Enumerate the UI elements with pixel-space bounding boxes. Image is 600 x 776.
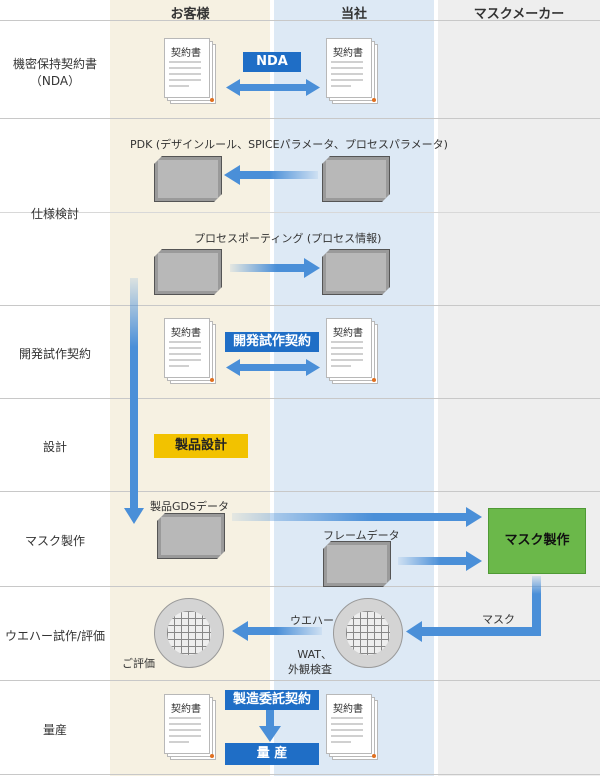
row-divider — [0, 774, 600, 775]
company-pdk-chip — [322, 156, 390, 202]
pdk-label: PDK (デザインルール、SPICEパラメータ、プロセスパラメータ) — [130, 138, 448, 151]
gds-label: 製品GDSデータ — [150, 500, 229, 513]
row-divider — [0, 20, 600, 21]
row-divider — [0, 212, 600, 213]
row-divider — [0, 398, 600, 399]
product-design-box: 製品設計 — [154, 434, 248, 458]
row-label-mass: 量産 — [42, 723, 67, 737]
row-label-mask: マスク製作 — [24, 534, 85, 548]
contract-doc-title: 契約書 — [333, 704, 363, 715]
row-divider — [0, 586, 600, 587]
company-wafer — [333, 598, 403, 668]
nda-double-arrow — [226, 79, 320, 96]
row-label-wafer: ウエハー試作/評価 — [4, 629, 106, 643]
customer-pdk-chip — [154, 156, 222, 202]
company-porting-chip — [322, 249, 390, 295]
mask-make-box: マスク製作 — [488, 508, 586, 574]
header-customer: お客様 — [170, 7, 210, 22]
frame-data-arrow — [398, 551, 482, 571]
row-label-spec: 仕様検討 — [30, 207, 79, 221]
wat-label: WAT、 外観検査 — [288, 648, 332, 676]
contract-doc-title: 契約書 — [333, 48, 363, 59]
dev-contract-double-arrow — [226, 359, 320, 376]
row-divider — [0, 118, 600, 119]
frame-data-label: フレームデータ — [323, 529, 400, 542]
gds-chip — [157, 513, 225, 559]
mfg-contract-label: 製造委託契約 — [225, 690, 319, 710]
contract-doc-title: 契約書 — [171, 48, 201, 59]
design-flow-arrow — [124, 278, 144, 524]
customer-wafer — [154, 598, 224, 668]
company-dev-contract-doc: 契約書 — [326, 318, 378, 384]
row-label-nda: 機密保持契約書 （NDA） — [12, 57, 97, 88]
customer-mfg-contract-doc: 契約書 — [164, 694, 216, 760]
dev-contract-label: 開発試作契約 — [225, 332, 319, 352]
process-porting-label: プロセスポーティング (プロセス情報) — [194, 232, 382, 245]
row-divider — [0, 305, 600, 306]
customer-porting-chip — [154, 249, 222, 295]
mass-production-label: 量 産 — [225, 743, 319, 765]
row-label-dev: 開発試作契約 — [18, 347, 91, 361]
mask-delivery-arrow — [406, 576, 541, 642]
wafer-label: ウエハー — [290, 614, 334, 627]
evaluate-label: ご評価 — [122, 657, 155, 670]
row-label-design: 設計 — [42, 440, 67, 454]
contract-doc-title: 契約書 — [171, 328, 201, 339]
company-mfg-contract-doc: 契約書 — [326, 694, 378, 760]
frame-data-chip — [323, 541, 391, 587]
header-company: 当社 — [340, 7, 367, 22]
maskmaker-lane — [438, 0, 600, 776]
row-divider — [0, 491, 600, 492]
mask-label: マスク — [482, 613, 515, 626]
process-porting-arrow — [230, 258, 320, 278]
customer-dev-contract-doc: 契約書 — [164, 318, 216, 384]
wafer-arrow — [232, 621, 322, 641]
pdk-arrow — [224, 165, 318, 185]
row-divider — [0, 680, 600, 681]
header-maskmaker: マスクメーカー — [473, 7, 565, 22]
contract-doc-title: 契約書 — [171, 704, 201, 715]
contract-doc-title: 契約書 — [333, 328, 363, 339]
gds-arrow — [232, 507, 482, 527]
customer-contract-doc: 契約書 — [164, 38, 216, 104]
mass-production-arrow — [259, 710, 281, 742]
company-contract-doc: 契約書 — [326, 38, 378, 104]
nda-label: NDA — [243, 52, 301, 72]
